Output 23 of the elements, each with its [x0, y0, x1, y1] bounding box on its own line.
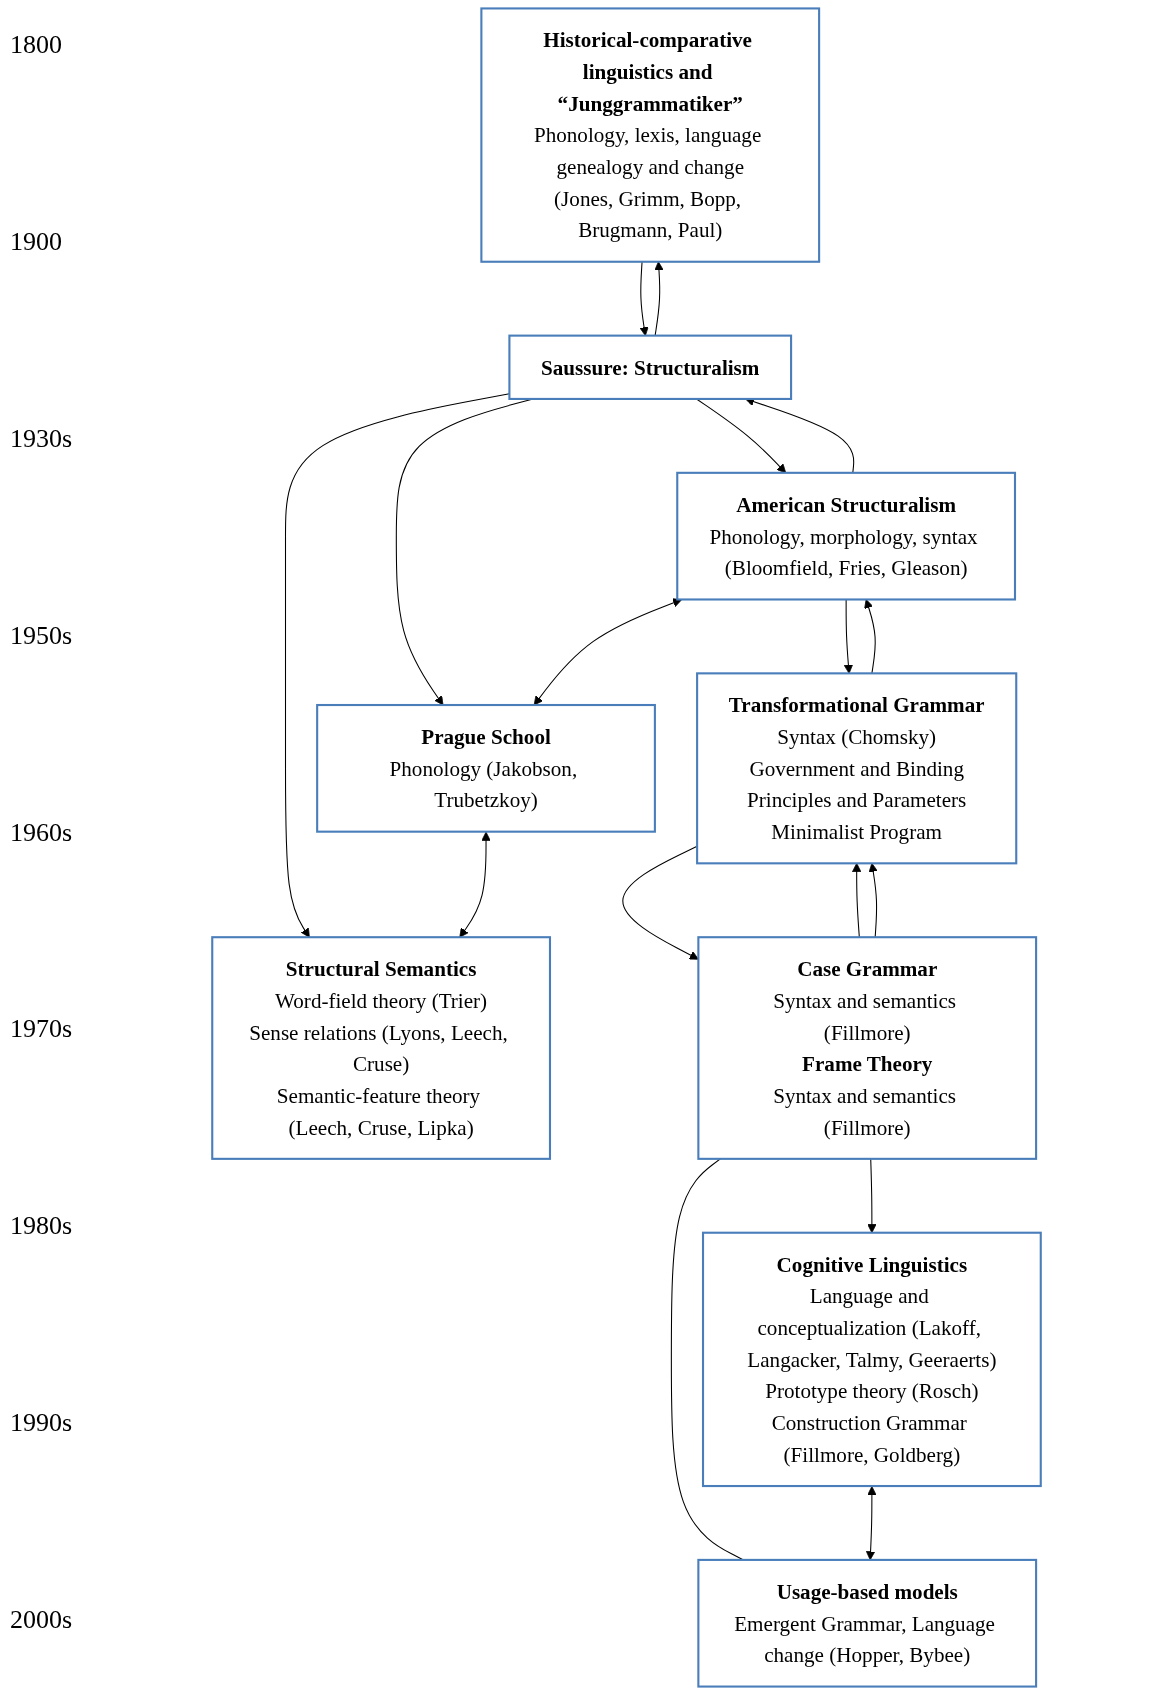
node-box: American Structuralism Phonology, morphology, syntax (Bloomfield, Fries, Gleason) [676, 471, 1017, 601]
year-label: 1970s [10, 1014, 74, 1045]
node-box: Historical-comparative linguistics and “Junggrammatiker” Phonology, lexis, language genealogy and change (Jones, Grimm, Bopp, Brugmann, Paul) [480, 7, 821, 263]
year-label: 2000s [10, 1605, 74, 1635]
arrow [864, 599, 876, 674]
year-label: 1800 [10, 30, 63, 60]
node-box: Prague School Phonology (Jakobson, Trubetzkoy) [316, 703, 656, 833]
arrow [533, 598, 683, 706]
year-label: 1980s [10, 1211, 74, 1242]
node-box: Case Grammar Syntax and semantics (Fillmore) Frame Theory Syntax and semantics (Fillmore) [697, 936, 1038, 1160]
year-label: 1900 [10, 226, 63, 257]
arrow [284, 393, 510, 938]
arrow [459, 831, 491, 938]
year-label: 1960s [10, 817, 74, 848]
node-box: Saussure: Structuralism [508, 334, 793, 400]
node-box: Transformational Grammar Syntax (Chomsky) Government and Binding Principles and Parameters Minimalist Program [696, 672, 1018, 865]
year-label: 1950s [10, 620, 74, 651]
year-label: 1990s [10, 1408, 74, 1439]
year-label: 1930s [10, 423, 74, 454]
node-box: Usage-based models Emergent Grammar, Language change (Hopper, Bybee) [697, 1558, 1038, 1688]
node-box: Structural Semantics Word-field theory (Trier) Sense relations (Lyons, Leech, Cruse) Semantic-feature theory (Leech, Cruse, Lipka) [211, 936, 552, 1160]
arrow [622, 845, 699, 960]
node-box: Cognitive Linguistics Language and conceptualization (Lakoff, Langacker, Talmy, Geeraerts) Prototype theory (Rosch) Construction Grammar (Fillmore, Goldberg) [701, 1231, 1042, 1488]
